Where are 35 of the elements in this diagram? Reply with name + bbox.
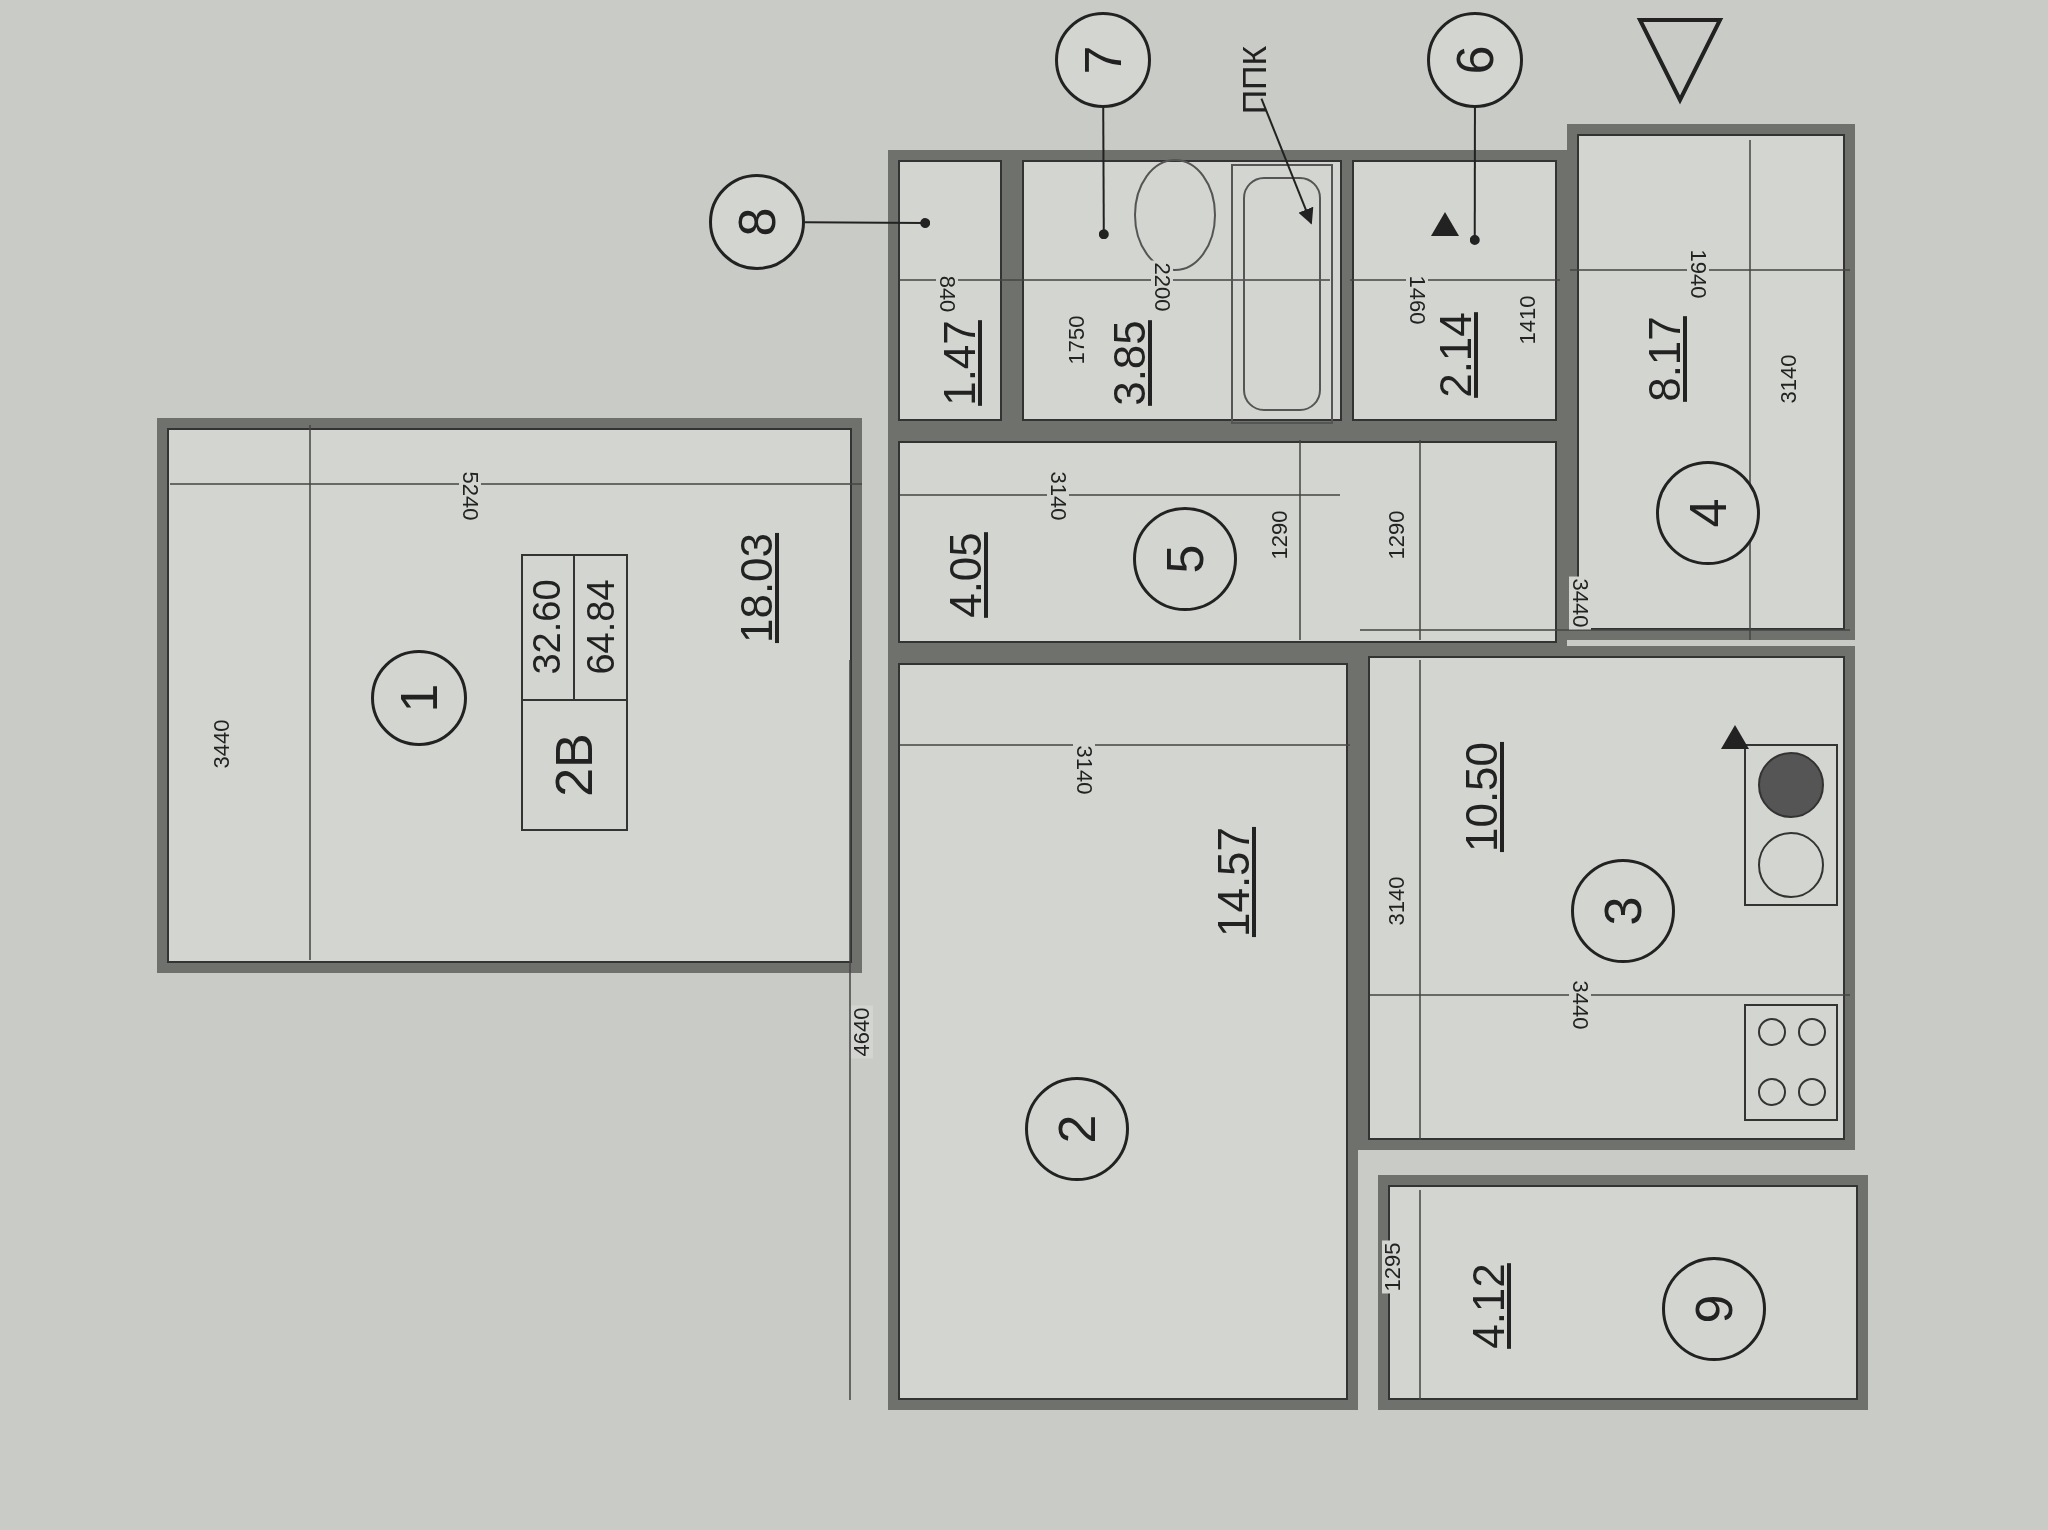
callout-circle: 1	[371, 650, 467, 746]
dimension-label: 3440	[1569, 978, 1591, 1032]
room-area: 3.85	[1108, 320, 1152, 406]
room-area: 2.14	[1434, 312, 1478, 398]
room-outline	[1378, 1175, 1868, 1410]
dimension-label: 3440	[1569, 576, 1591, 630]
leader-line	[1260, 97, 1314, 225]
leader-line	[1098, 107, 1109, 240]
callout-text: ППК	[1237, 35, 1271, 125]
room-area: 4.12	[1467, 1263, 1511, 1349]
dimension-label: 2200	[1151, 260, 1173, 314]
leader-line	[804, 218, 931, 229]
callout-circle: 9	[1662, 1257, 1766, 1361]
room-area: 18.03	[735, 532, 779, 644]
room-area: 4.05	[944, 532, 988, 618]
dimension-label: 840	[936, 273, 958, 315]
room-area: 10.50	[1460, 741, 1504, 853]
room-outline	[157, 418, 862, 973]
room-area: 1.47	[938, 320, 982, 406]
callout-circle: 6	[1427, 12, 1523, 108]
callout-circle: 7	[1055, 12, 1151, 108]
room-area: 14.57	[1212, 826, 1256, 938]
dimension-label: 4640	[851, 1005, 873, 1059]
room-area: 8.17	[1643, 316, 1687, 402]
callout-circle: 8	[709, 174, 805, 270]
room-outline	[1358, 646, 1855, 1150]
dimension-label: 3140	[1073, 743, 1095, 797]
callout-circle: 3	[1571, 859, 1675, 963]
room-outline	[1567, 124, 1855, 640]
dimension-label: 5240	[459, 469, 481, 523]
callout-circle: 5	[1133, 507, 1237, 611]
callout-circle: 2	[1025, 1077, 1129, 1181]
dimension-label: 3140	[1047, 469, 1069, 523]
leader-line	[1469, 107, 1480, 245]
callout-circle: 4	[1656, 461, 1760, 565]
